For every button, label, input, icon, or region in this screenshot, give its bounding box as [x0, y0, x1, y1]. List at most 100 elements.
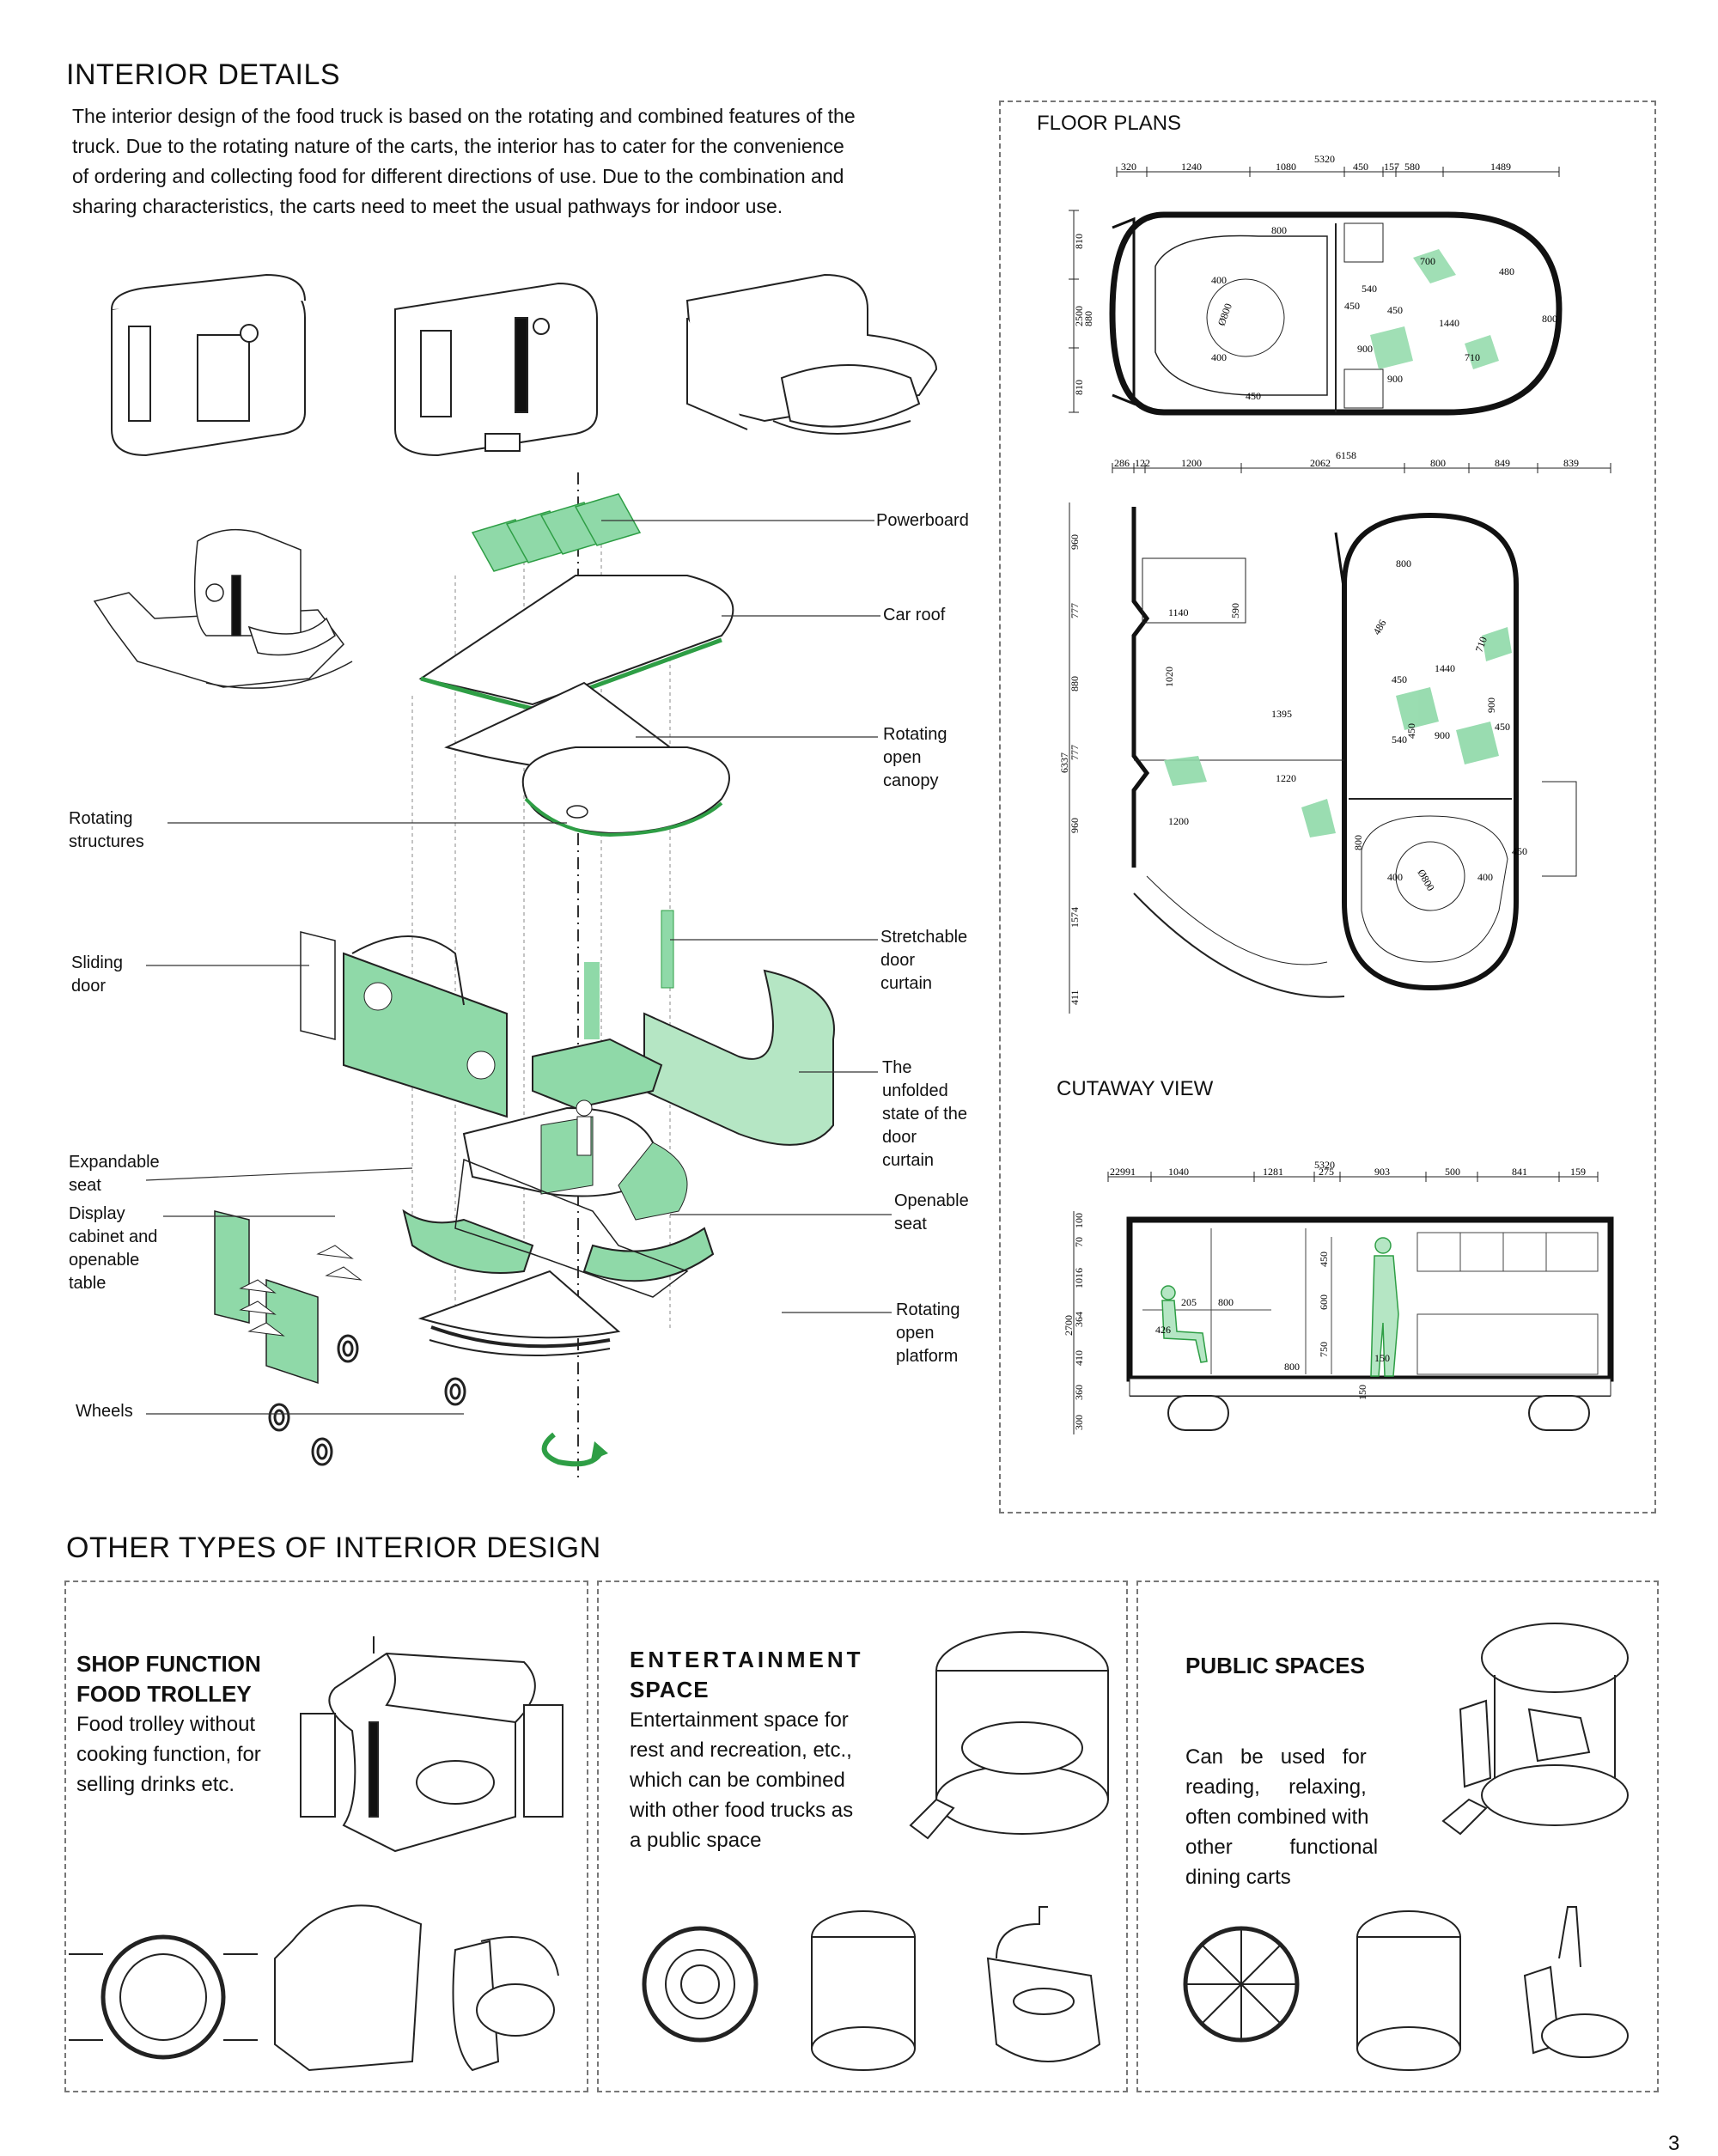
svg-text:880: 880 [1082, 311, 1094, 326]
entertainment-card [597, 1580, 1128, 2092]
floor-plan-1: 5320 320 1240 1080 450 157 580 1489 810 … [1069, 153, 1563, 416]
svg-text:400: 400 [1477, 871, 1493, 883]
svg-text:810: 810 [1073, 380, 1085, 395]
svg-text:777: 777 [1069, 745, 1081, 760]
svg-text:710: 710 [1465, 351, 1480, 363]
svg-text:960: 960 [1069, 534, 1081, 550]
svg-text:22991: 22991 [1110, 1166, 1136, 1178]
svg-text:750: 750 [1318, 1342, 1330, 1357]
svg-text:960: 960 [1069, 818, 1081, 833]
svg-text:70: 70 [1073, 1237, 1085, 1247]
svg-text:903: 903 [1374, 1166, 1390, 1178]
plan1-total-dim: 5320 [1314, 153, 1335, 165]
svg-text:1574: 1574 [1069, 907, 1081, 928]
svg-text:800: 800 [1352, 835, 1364, 850]
svg-text:800: 800 [1430, 457, 1446, 469]
svg-text:2500: 2500 [1073, 306, 1085, 326]
svg-text:1395: 1395 [1271, 708, 1292, 720]
public-space-views-illustration [1183, 1906, 1629, 2071]
svg-text:450: 450 [1495, 721, 1510, 733]
assembled-cart-illustration [93, 528, 353, 689]
exploded-axonometric-diagram [214, 472, 835, 1477]
svg-text:2700: 2700 [1063, 1315, 1075, 1336]
svg-text:1080: 1080 [1276, 161, 1296, 173]
svg-text:1440: 1440 [1435, 662, 1455, 674]
svg-text:122: 122 [1135, 457, 1150, 469]
svg-text:400: 400 [1211, 351, 1227, 363]
svg-text:800: 800 [1284, 1361, 1300, 1373]
svg-text:1220: 1220 [1276, 772, 1296, 784]
svg-text:580: 580 [1404, 161, 1420, 173]
svg-text:1489: 1489 [1490, 161, 1511, 173]
svg-text:286: 286 [1114, 457, 1130, 469]
svg-text:710: 710 [1473, 635, 1490, 654]
svg-text:900: 900 [1485, 697, 1497, 713]
label-wheels: Wheels [76, 1402, 133, 1421]
svg-text:320: 320 [1121, 161, 1136, 173]
svg-text:590: 590 [1229, 603, 1241, 618]
svg-text:450: 450 [1318, 1252, 1330, 1267]
svg-text:400: 400 [1211, 274, 1227, 286]
svg-text:1200: 1200 [1181, 457, 1202, 469]
entertainment-views-illustration [642, 1906, 1101, 2071]
svg-text:839: 839 [1563, 457, 1579, 469]
svg-text:2062: 2062 [1310, 457, 1331, 469]
svg-text:450: 450 [1344, 300, 1360, 312]
label-car-roof: Car roof [883, 606, 946, 624]
svg-text:1240: 1240 [1181, 161, 1202, 173]
svg-text:426: 426 [1155, 1324, 1171, 1336]
shop-views-illustration [69, 1904, 559, 2072]
svg-text:540: 540 [1362, 283, 1377, 295]
svg-text:450: 450 [1512, 845, 1527, 857]
svg-text:900: 900 [1435, 729, 1450, 741]
floor-plan-2: 6158 286 122 1200 2062 800 849 839 960 7… [1058, 449, 1611, 1014]
svg-text:800: 800 [1396, 557, 1411, 569]
floor-plans-title: FLOOR PLANS [1037, 112, 1182, 135]
svg-text:6337: 6337 [1058, 752, 1070, 773]
svg-text:450: 450 [1392, 673, 1407, 685]
svg-text:1040: 1040 [1168, 1166, 1189, 1178]
other-types-title: OTHER TYPES OF INTERIOR DESIGN [66, 1532, 601, 1564]
svg-text:450: 450 [1246, 390, 1261, 402]
svg-text:5320: 5320 [1314, 1159, 1335, 1171]
public-spaces-title: PUBLIC SPACES [1185, 1653, 1365, 1678]
svg-text:800: 800 [1271, 224, 1287, 236]
label-leader-lines [145, 520, 892, 1415]
svg-text:150: 150 [1356, 1385, 1368, 1400]
entertainment-pod-illustration [909, 1631, 1109, 1840]
svg-text:364: 364 [1073, 1312, 1085, 1327]
svg-text:800: 800 [1218, 1296, 1234, 1308]
svg-text:411: 411 [1069, 990, 1081, 1005]
svg-text:450: 450 [1353, 161, 1368, 173]
svg-text:1281: 1281 [1263, 1166, 1283, 1178]
svg-text:400: 400 [1387, 871, 1403, 883]
svg-text:1016: 1016 [1073, 1268, 1085, 1288]
floor-plans-panel [999, 100, 1656, 1513]
cutaway-title: CUTAWAY VIEW [1057, 1077, 1214, 1100]
svg-text:1200: 1200 [1168, 815, 1189, 827]
svg-text:275: 275 [1319, 1166, 1334, 1178]
svg-text:1440: 1440 [1439, 317, 1459, 329]
intro-text: The interior design of the food truck is… [72, 105, 856, 217]
cart-stages-illustration [111, 273, 938, 457]
svg-text:700: 700 [1420, 255, 1435, 267]
svg-text:360: 360 [1073, 1385, 1085, 1400]
svg-text:777: 777 [1069, 603, 1081, 618]
svg-text:1020: 1020 [1163, 667, 1175, 687]
svg-text:159: 159 [1570, 1166, 1586, 1178]
public-space-pod-illustration [1441, 1623, 1629, 1836]
svg-text:880: 880 [1069, 676, 1081, 691]
svg-text:6158: 6158 [1336, 449, 1356, 461]
svg-text:150: 150 [1374, 1352, 1390, 1364]
label-powerboard: Powerboard [876, 511, 969, 530]
